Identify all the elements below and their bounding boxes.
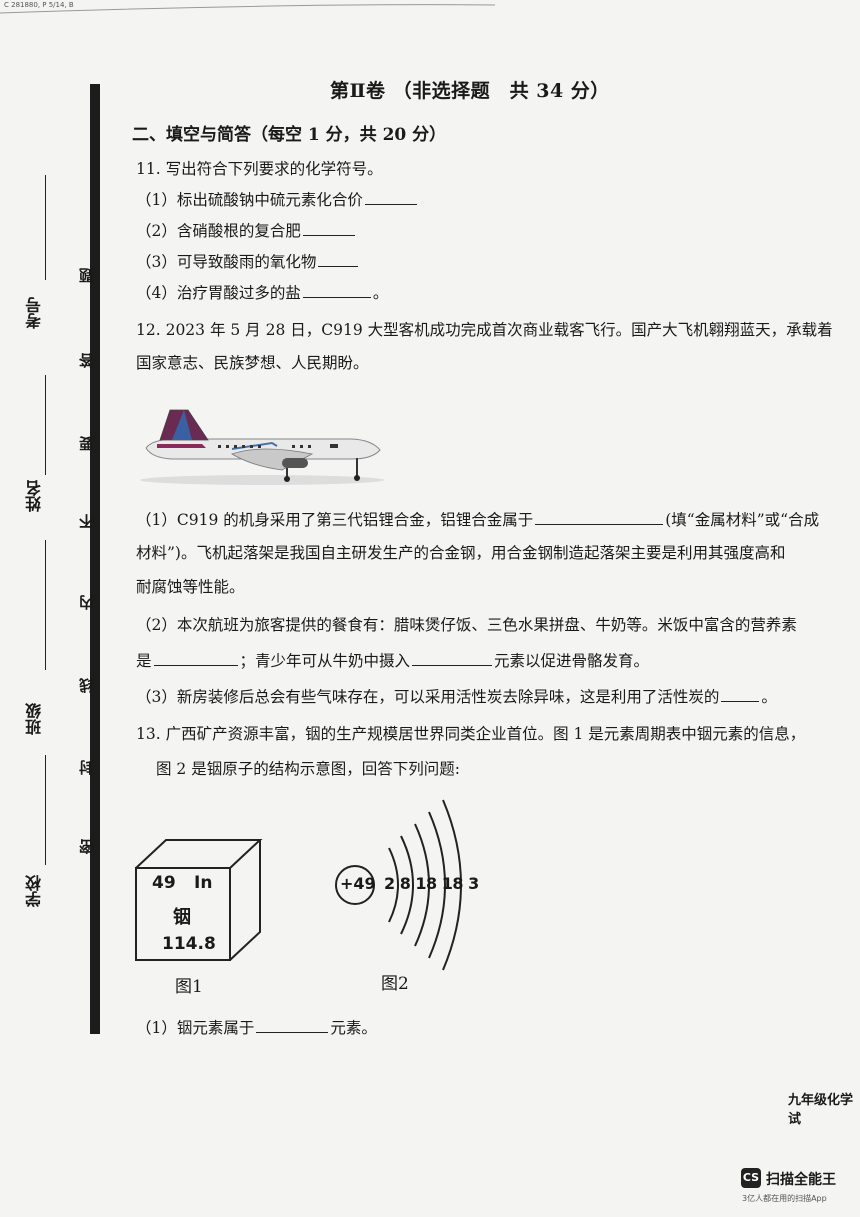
q11-item-2: （2）含硝酸根的复合肥 xyxy=(136,219,357,241)
q11-item-1-label: （1）标出硫酸钠中硫元素化合价 xyxy=(136,191,363,209)
seal-char: 密 xyxy=(78,839,96,854)
seal-char: 要 xyxy=(78,436,96,451)
element-symbol: In xyxy=(194,873,213,893)
q11-item-3-label: （3）可导致酸雨的氧化物 xyxy=(136,253,317,271)
airplane-illustration xyxy=(140,409,384,485)
seal-char: 内 xyxy=(78,595,96,610)
atomic-mass: 114.8 xyxy=(162,934,216,954)
field-xuexiao: 学校 xyxy=(25,875,44,907)
answer-blank[interactable] xyxy=(302,234,355,236)
answer-blank[interactable] xyxy=(535,523,664,525)
field-xingming: 姓名 xyxy=(25,480,44,512)
scan-top-edge xyxy=(0,0,860,14)
answer-blank[interactable] xyxy=(256,1031,329,1033)
camscanner-logo-icon: CS xyxy=(741,1168,761,1188)
field-line-xingming xyxy=(45,375,46,475)
seal-char: 线 xyxy=(78,678,96,693)
q13-p1-text: （1）铟元素属于 xyxy=(136,1019,255,1037)
element-name: 铟 xyxy=(173,907,191,928)
q13-stem-1: 13. 广西矿产资源丰富，铟的生产规模居世界同类企业首位。图 1 是元素周期表中… xyxy=(136,725,806,743)
paper-title: 第Ⅱ卷 （非选择题 共 34 分） xyxy=(330,80,610,102)
q12-stem-1: 12. 2023 年 5 月 28 日，C919 大型客机成功完成首次商业载客飞… xyxy=(136,321,833,339)
answer-blank[interactable] xyxy=(412,664,493,666)
scan-id: C 281880, P 5/14, B xyxy=(4,1,74,9)
q12-p1-text: （1）C919 的机身采用了第三代铝锂合金，铝锂合金属于 xyxy=(136,511,534,529)
binding-bar xyxy=(90,84,100,1034)
element-cube-figure xyxy=(135,839,263,961)
figure-2-caption: 图2 xyxy=(381,974,409,994)
q12-p2-line1: （2）本次航班为旅客提供的餐食有：腊味煲仔饭、三色水果拼盘、牛奶等。米饭中富含的… xyxy=(136,616,797,634)
q12-p3-suffix: 。 xyxy=(761,688,777,706)
field-line-banji xyxy=(45,540,46,670)
watermark-name: 扫描全能王 xyxy=(766,1172,836,1188)
q12-p1-hint: (填“金属材料”或“合成 xyxy=(665,511,820,529)
seal-char: 封 xyxy=(78,760,96,775)
q11-item-1: （1）标出硫酸钠中硫元素化合价 xyxy=(136,188,419,210)
q12-p2-text-b: ；青少年可从牛奶中摄入 xyxy=(239,652,411,670)
q11-stem: 11. 写出符合下列要求的化学符号。 xyxy=(136,160,383,178)
q13-p1-line: （1）铟元素属于 元素。 xyxy=(136,1016,377,1038)
q12-p1-line3: 耐腐蚀等性能。 xyxy=(136,578,245,596)
field-line-kaohao xyxy=(45,175,46,280)
seal-char: 答 xyxy=(78,353,96,368)
q12-p1-line1: （1）C919 的机身采用了第三代铝锂合金，铝锂合金属于 (填“金属材料”或“合成 xyxy=(136,508,819,530)
q11-item-4-label: （4）治疗胃酸过多的盐 xyxy=(136,284,301,302)
answer-blank[interactable] xyxy=(302,296,371,298)
answer-blank[interactable] xyxy=(721,700,760,702)
watermark-tagline: 3亿人都在用的扫描App xyxy=(742,1194,827,1203)
atomic-number: 49 xyxy=(152,873,176,893)
q12-p1-line2: 材料”)。飞机起落架是我国自主研发生产的合金钢，用合金钢制造起落架主要是利用其强… xyxy=(136,544,786,562)
q12-stem-2: 国家意志、民族梦想、人民期盼。 xyxy=(136,354,369,372)
seal-char: 题 xyxy=(78,268,96,283)
q13-p1-suffix: 元素。 xyxy=(330,1019,377,1037)
field-kaohao: 考号 xyxy=(25,297,44,329)
figure-1-caption: 图1 xyxy=(175,977,203,997)
field-banji: 班级 xyxy=(25,703,44,735)
q11-item-3: （3）可导致酸雨的氧化物 xyxy=(136,250,360,272)
atom-structure-figure xyxy=(335,799,462,971)
footer-subject: 九年级化学试 xyxy=(788,1093,854,1127)
q11-item-2-label: （2）含硝酸根的复合肥 xyxy=(136,222,301,240)
field-line-xuexiao xyxy=(45,755,46,865)
q12-p3-text: （3）新房装修后总会有些气味存在，可以采用活性炭去除异味，这是利用了活性炭的 xyxy=(136,688,720,706)
electron-shells: 2 8 18 18 3 xyxy=(384,874,479,893)
section-heading: 二、填空与简答（每空 1 分，共 20 分） xyxy=(132,125,447,145)
q12-p2-text-a: 是 xyxy=(136,652,152,670)
q12-p2-line2: 是 ；青少年可从牛奶中摄入 元素以促进骨骼发育。 xyxy=(136,649,649,671)
nucleus-charge: +49 xyxy=(340,874,376,893)
answer-blank[interactable] xyxy=(153,664,238,666)
answer-blank[interactable] xyxy=(318,265,359,267)
q11-item-4: （4）治疗胃酸过多的盐 。 xyxy=(136,281,388,303)
scan-edge-line xyxy=(0,4,496,14)
q12-p3-line: （3）新房装修后总会有些气味存在，可以采用活性炭去除异味，这是利用了活性炭的 。 xyxy=(136,685,777,707)
seal-char: 不 xyxy=(78,514,96,529)
answer-blank[interactable] xyxy=(364,203,417,205)
q13-stem-2: 图 2 是铟原子的结构示意图，回答下列问题: xyxy=(156,760,460,778)
q12-p2-text-c: 元素以促进骨骼发育。 xyxy=(494,652,650,670)
q11-item-4-suffix: 。 xyxy=(372,284,389,302)
